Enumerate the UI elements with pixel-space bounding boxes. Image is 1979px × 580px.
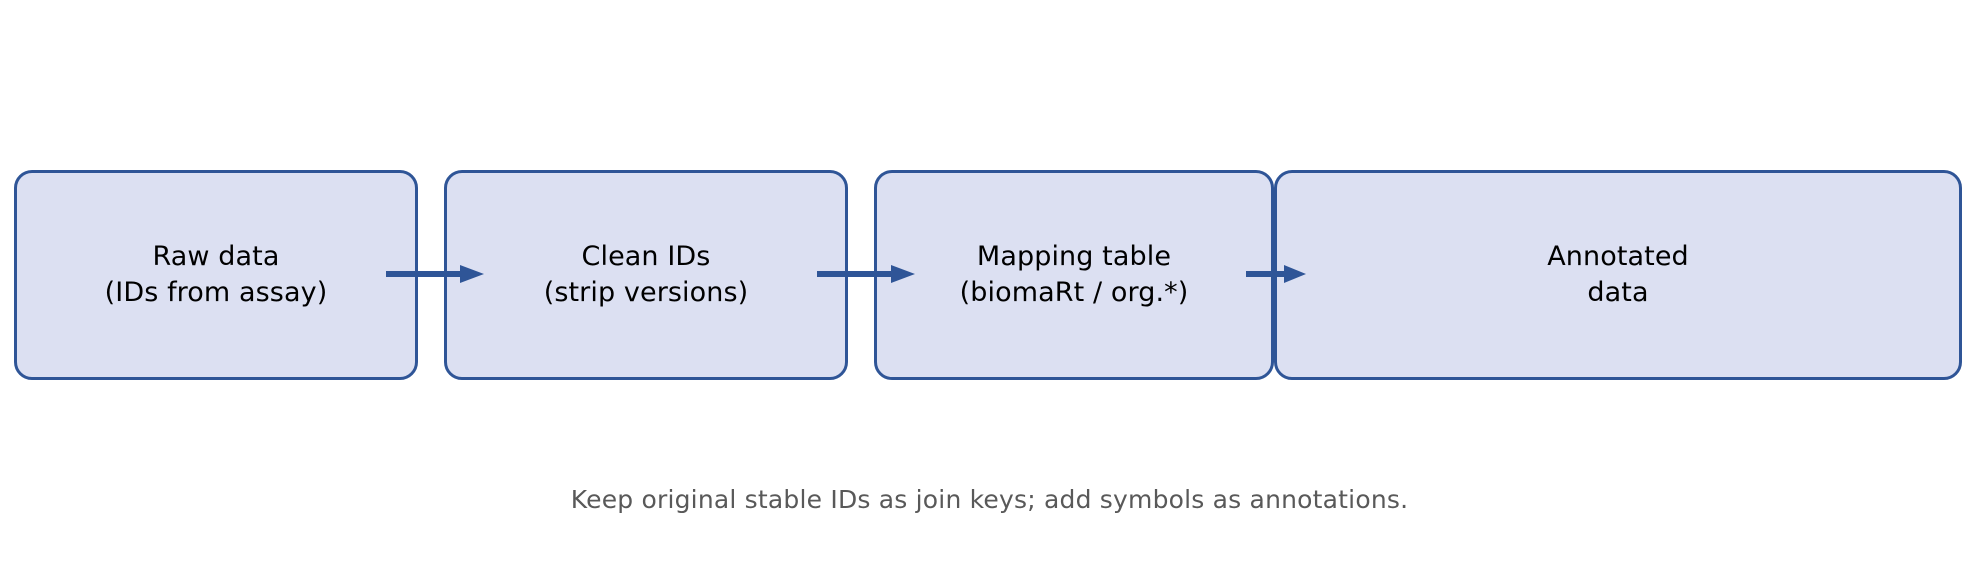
node-raw-data-label: Raw data (IDs from assay) [104,241,328,308]
diagram-caption: Keep original stable IDs as join keys; a… [570,485,1409,514]
arrow-mapping-table-to-annotated-data [1246,264,1308,284]
node-clean-ids-label: Clean IDs (strip versions) [543,241,749,308]
node-mapping-table-label: Mapping table (biomaRt / org.*) [959,241,1189,308]
node-mapping-table[interactable]: Mapping table (biomaRt / org.*) [874,170,1274,380]
node-annotated-data[interactable]: Annotated data [1274,170,1962,380]
flow-row: Raw data (IDs from assay) Clean IDs (str… [0,170,1979,380]
arrow-right-icon [817,265,915,283]
arrow-right-icon [1246,265,1306,283]
arrow-right-icon [386,265,484,283]
node-annotated-data-label: Annotated data [1547,241,1689,308]
node-raw-data[interactable]: Raw data (IDs from assay) [14,170,418,380]
node-clean-ids[interactable]: Clean IDs (strip versions) [444,170,848,380]
arrow-raw-data-to-clean-ids [386,264,486,284]
arrow-clean-ids-to-mapping-table [817,264,917,284]
